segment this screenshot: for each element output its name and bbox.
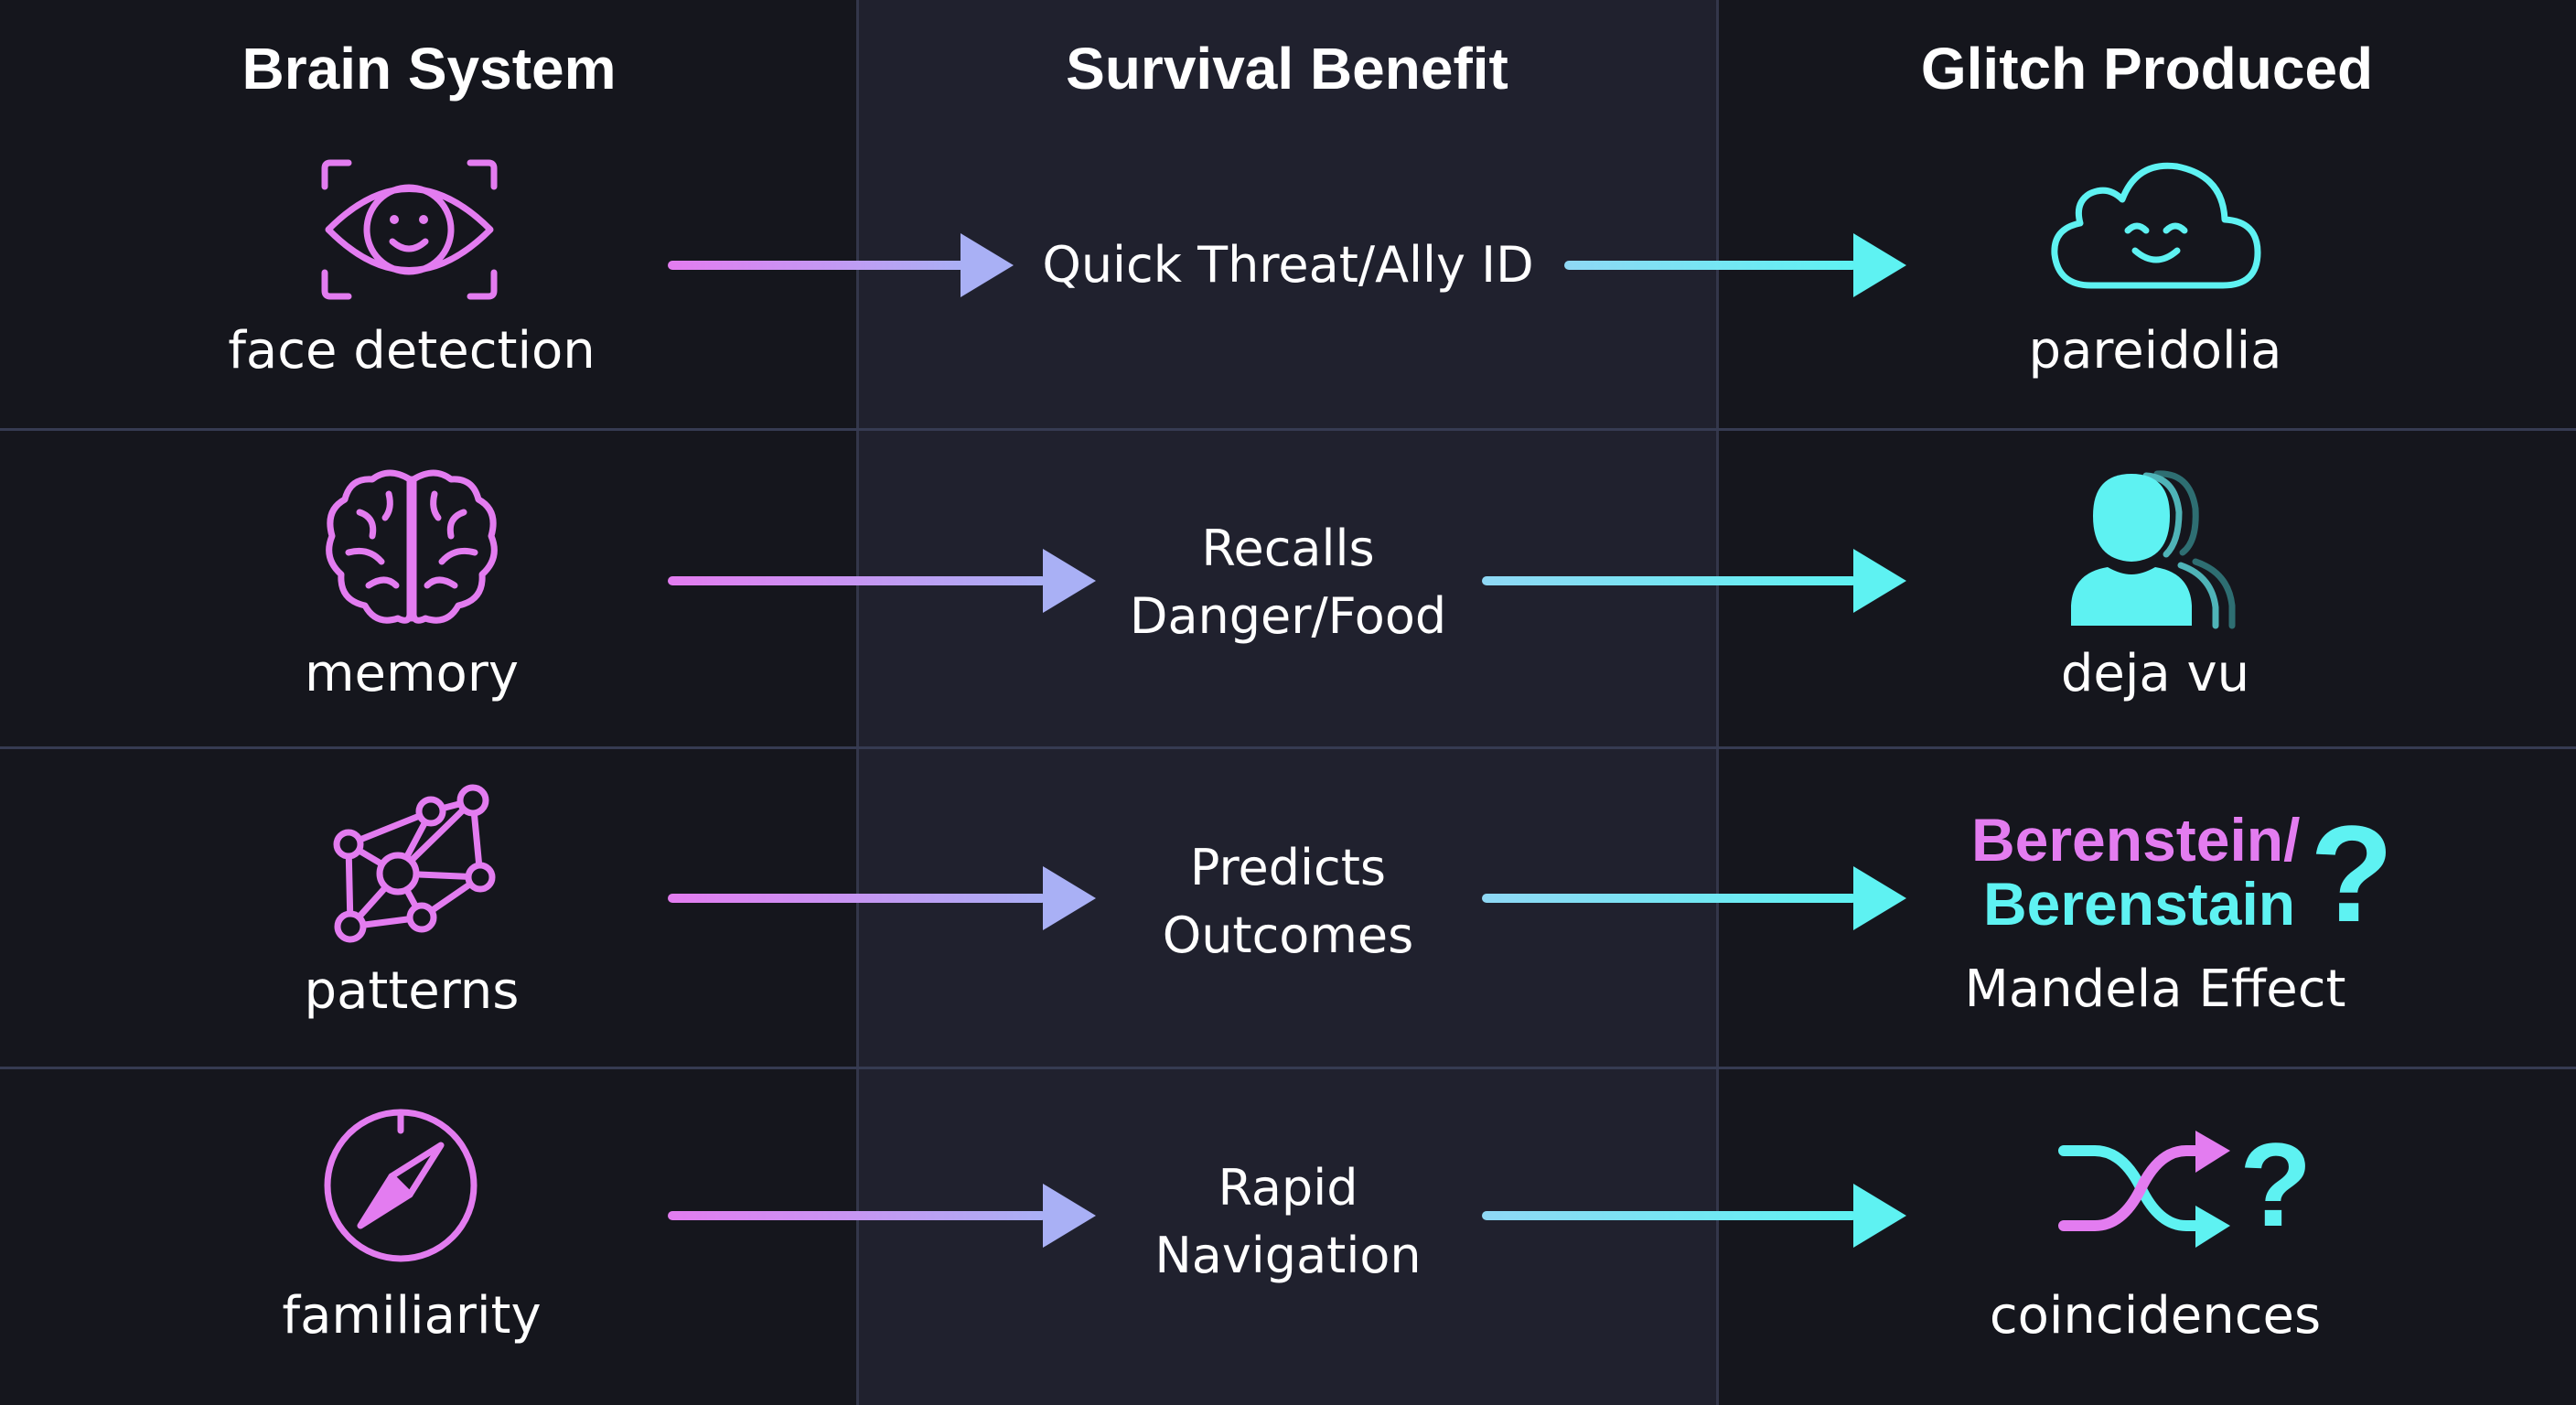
arrow-benefit-to-glitch xyxy=(1564,233,1908,297)
column-divider xyxy=(1716,0,1719,1405)
brain-system-column xyxy=(0,0,858,1405)
header-survival-benefit: Survival Benefit xyxy=(1066,36,1508,102)
question-mark-icon: ? xyxy=(2310,797,2394,950)
survival-benefit-column xyxy=(858,0,1718,1405)
berenstain-text: Berenstain xyxy=(1983,870,2296,938)
arrow-system-to-benefit xyxy=(668,549,1098,613)
benefit-recalls-danger: Recalls Danger/Food xyxy=(1129,520,1447,645)
system-label-face-detection: face detection xyxy=(228,321,596,381)
compass-icon xyxy=(320,1105,481,1266)
glitch-label-coincidences: coincidences xyxy=(1989,1286,2322,1346)
glitch-label-pareidolia: pareidolia xyxy=(2028,321,2282,381)
arrow-system-to-benefit xyxy=(668,233,1015,297)
benefit-rapid-navigation: Rapid Navigation xyxy=(1154,1159,1422,1284)
smiling-cloud-icon xyxy=(2049,156,2263,293)
question-mark-icon: ? xyxy=(2239,1118,2313,1251)
system-label-patterns: patterns xyxy=(304,961,520,1021)
row-divider xyxy=(0,746,2576,749)
network-nodes-icon xyxy=(325,782,499,947)
system-label-familiarity: familiarity xyxy=(282,1286,542,1346)
column-divider xyxy=(856,0,859,1405)
arrow-system-to-benefit xyxy=(668,1184,1098,1248)
arrow-system-to-benefit xyxy=(668,866,1098,930)
row-divider xyxy=(0,428,2576,431)
eye-face-icon xyxy=(316,156,503,304)
benefit-quick-threat: Quick Threat/Ally ID xyxy=(1042,236,1534,294)
system-label-memory: memory xyxy=(305,644,519,703)
duplicate-person-icon xyxy=(2067,468,2243,629)
benefit-predicts-outcomes: Predicts Outcomes xyxy=(1162,839,1414,964)
glitch-label-mandela-effect: Mandela Effect xyxy=(1964,960,2346,1019)
glitch-label-deja-vu: deja vu xyxy=(2060,644,2250,703)
arrow-benefit-to-glitch xyxy=(1482,1184,1908,1248)
brain-icon xyxy=(325,467,499,629)
shuffle-icon xyxy=(2058,1123,2232,1260)
header-glitch-produced: Glitch Produced xyxy=(1920,36,2374,102)
arrow-benefit-to-glitch xyxy=(1482,866,1908,930)
header-brain-system: Brain System xyxy=(242,36,617,102)
row-divider xyxy=(0,1067,2576,1069)
berenstein-text: Berenstein/ xyxy=(1971,806,2301,874)
arrow-benefit-to-glitch xyxy=(1482,549,1908,613)
